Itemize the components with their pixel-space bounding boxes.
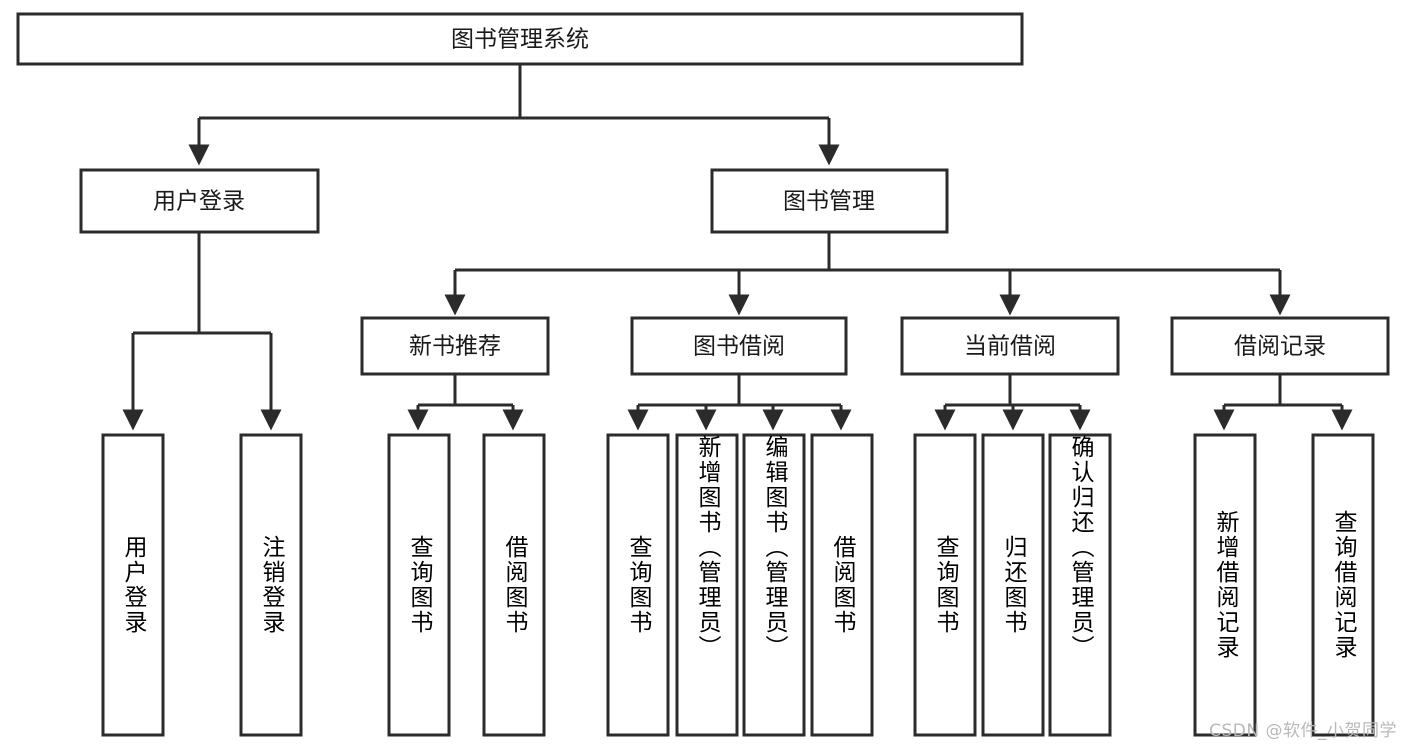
leaf-book-borrow-4[interactable]: 借阅图书 — [810, 433, 874, 737]
node-book-borrow-label: 图书借阅 — [693, 334, 785, 360]
leaf-label: 编辑图书（管理员） — [761, 435, 787, 660]
leaf-label: 归还图书 — [1000, 535, 1026, 635]
leaf-current-borrow-3[interactable]: 确认归还（管理员） — [1048, 433, 1112, 737]
edges-newbook-to-leaves — [407, 374, 524, 431]
node-root-label: 图书管理系统 — [451, 27, 589, 53]
leaf-label: 查询图书 — [932, 535, 958, 635]
node-user-login-label: 用户登录 — [153, 189, 245, 215]
node-current-borrow-label: 当前借阅 — [964, 334, 1056, 360]
leaf-label: 借阅图书 — [829, 535, 855, 635]
node-borrow-record[interactable]: 借阅记录 — [1170, 316, 1390, 376]
edges-userlogin-to-leaves — [122, 232, 282, 431]
leaf-current-borrow-2[interactable]: 归还图书 — [981, 433, 1045, 737]
leaf-label: 确认归还（管理员） — [1067, 435, 1093, 660]
leaf-label: 新增借阅记录 — [1212, 510, 1238, 660]
node-new-book-recommend[interactable]: 新书推荐 — [360, 316, 550, 376]
leaf-label: 新增图书（管理员） — [694, 435, 720, 660]
leaf-label: 注销登录 — [258, 535, 284, 635]
leaf-book-borrow-2[interactable]: 新增图书（管理员） — [675, 433, 739, 737]
node-current-borrow[interactable]: 当前借阅 — [900, 316, 1120, 376]
node-book-management-label: 图书管理 — [783, 189, 875, 215]
node-book-borrow[interactable]: 图书借阅 — [630, 316, 848, 376]
edges-record-to-leaves — [1213, 374, 1353, 431]
edges-bookmgmt-to-level3 — [444, 232, 1291, 316]
node-root[interactable]: 图书管理系统 — [16, 12, 1024, 66]
leaf-user-login-2[interactable]: 注销登录 — [239, 433, 303, 737]
leaf-new-book-2[interactable]: 借阅图书 — [482, 433, 546, 737]
leaf-book-borrow-1[interactable]: 查询图书 — [606, 433, 670, 737]
leaf-label: 用户登录 — [120, 535, 146, 635]
node-new-book-recommend-label: 新书推荐 — [409, 334, 501, 360]
leaf-label: 查询借阅记录 — [1330, 510, 1356, 660]
leaf-label: 借阅图书 — [501, 535, 527, 635]
edges-root-to-level2 — [188, 64, 840, 166]
leaf-book-borrow-3[interactable]: 编辑图书（管理员） — [742, 433, 806, 737]
csdn-watermark: CSDN @软件_小贺同学 — [1209, 721, 1397, 741]
leaf-label: 查询图书 — [406, 535, 432, 635]
node-borrow-record-label: 借阅记录 — [1234, 334, 1326, 360]
leaf-current-borrow-1[interactable]: 查询图书 — [913, 433, 977, 737]
leaf-borrow-record-1[interactable]: 新增借阅记录 — [1193, 433, 1257, 737]
leaf-new-book-1[interactable]: 查询图书 — [387, 433, 451, 737]
node-user-login[interactable]: 用户登录 — [79, 168, 320, 234]
edges-current-to-leaves — [934, 374, 1091, 431]
leaf-borrow-record-2[interactable]: 查询借阅记录 — [1311, 433, 1375, 737]
leaf-label: 查询图书 — [625, 535, 651, 635]
node-book-management[interactable]: 图书管理 — [710, 168, 949, 234]
edges-borrow-to-leaves — [627, 374, 852, 431]
leaf-user-login-1[interactable]: 用户登录 — [101, 433, 165, 737]
